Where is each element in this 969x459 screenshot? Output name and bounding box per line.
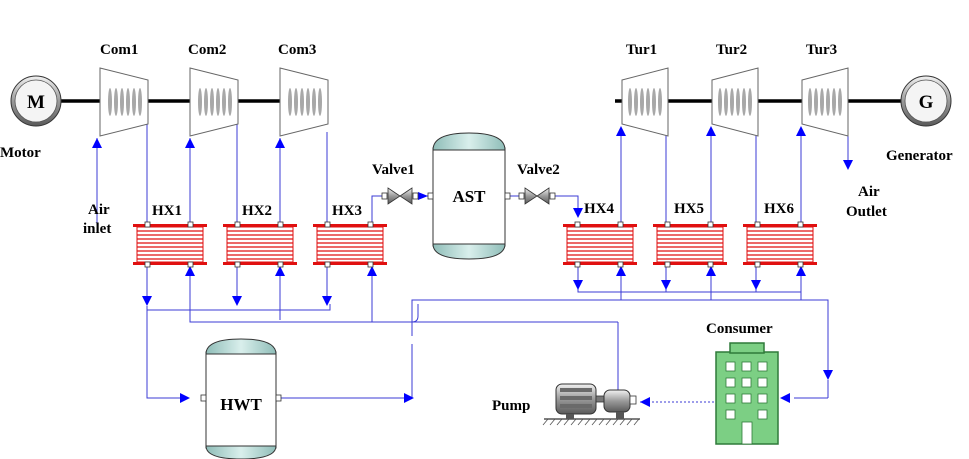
valve2: [518, 187, 556, 205]
turbine-tur2: [711, 67, 759, 137]
hx2-label: HX2: [242, 203, 272, 219]
generator-symbol: G: [919, 92, 934, 113]
hwt-label: HWT: [220, 395, 262, 414]
ast-label: AST: [452, 187, 486, 206]
turbine-tur1: [621, 67, 669, 137]
heat-exchanger-hx3: [312, 221, 388, 268]
compressor-com3: [279, 67, 329, 137]
motor-label: Motor: [0, 145, 41, 161]
tur3-label: Tur3: [806, 42, 837, 58]
hx6-label: HX6: [764, 201, 795, 217]
heat-exchanger-hx4: [562, 221, 638, 268]
hx4-label: HX4: [584, 201, 615, 217]
valve1-label: Valve1: [372, 162, 415, 178]
hx3-label: HX3: [332, 203, 362, 219]
consumer-label: Consumer: [706, 321, 773, 337]
hx5-label: HX5: [674, 201, 704, 217]
consumer-building: [715, 342, 779, 445]
pump: [542, 383, 640, 426]
heat-exchanger-hx2: [222, 221, 298, 268]
air-inlet-label-line2: inlet: [83, 221, 111, 237]
hx1-label: HX1: [152, 203, 182, 219]
heat-exchanger-hx1: [132, 221, 208, 268]
valve1: [381, 187, 419, 205]
air-outlet-label-line1: Air: [858, 184, 880, 200]
air-storage-tank: AST: [427, 132, 511, 260]
motor: M: [10, 75, 62, 127]
air-inlet-label-line1: Air: [88, 202, 110, 218]
motor-symbol: M: [27, 92, 45, 113]
generator-label: Generator: [886, 148, 953, 164]
heat-exchanger-hx6: [742, 221, 818, 268]
com2-label: Com2: [188, 42, 226, 58]
com1-label: Com1: [100, 42, 138, 58]
generator: G: [900, 75, 952, 127]
com3-label: Com3: [278, 42, 316, 58]
tur2-label: Tur2: [716, 42, 747, 58]
flow-arrows: [92, 126, 853, 407]
compressor-com2: [189, 67, 239, 137]
pump-label: Pump: [492, 398, 530, 414]
compressor-com1: [99, 67, 149, 137]
air-outlet-label-line2: Outlet: [846, 204, 887, 220]
heat-exchanger-hx5: [652, 221, 728, 268]
hot-water-tank: HWT: [200, 338, 282, 459]
tur1-label: Tur1: [626, 42, 657, 58]
turbine-tur3: [801, 67, 849, 137]
valve2-label: Valve2: [517, 162, 560, 178]
